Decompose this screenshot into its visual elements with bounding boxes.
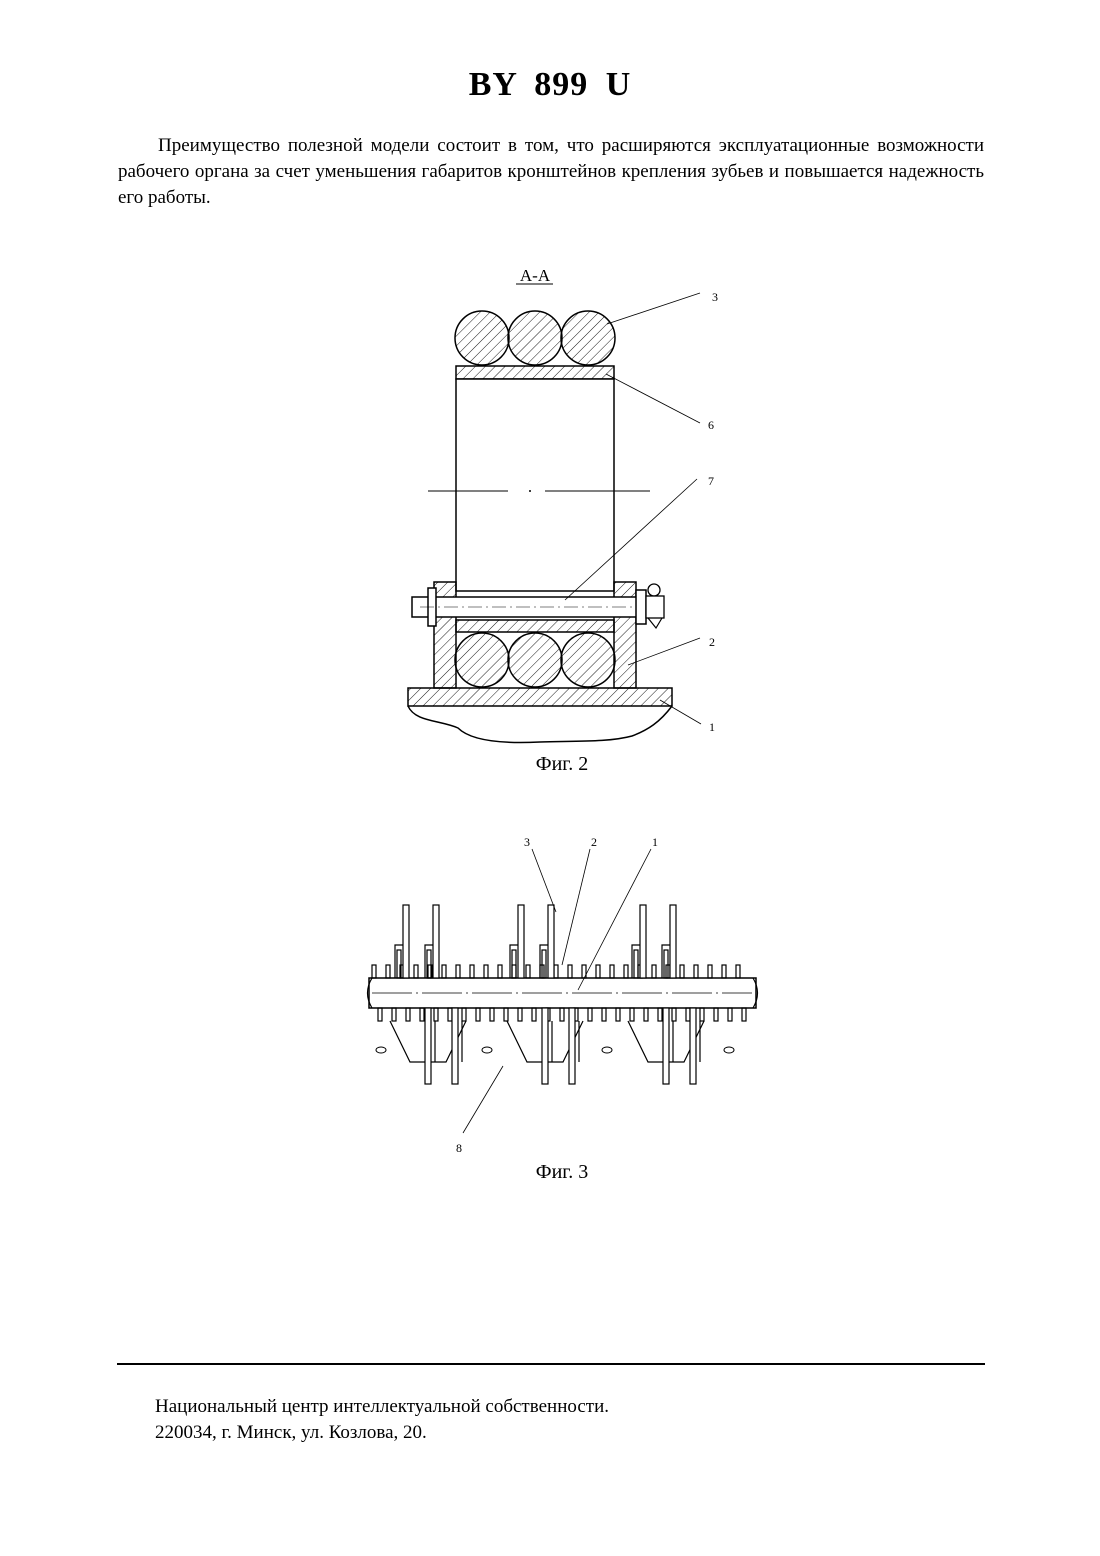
base-plate	[408, 688, 672, 706]
callout-7: 7	[708, 474, 714, 488]
footer-line-1: Национальный центр интеллектуальной собс…	[155, 1394, 609, 1420]
figure-3-drawing: 3 2 1 8	[360, 825, 770, 1160]
top-plate	[456, 366, 614, 379]
footer: Национальный центр интеллектуальной собс…	[155, 1394, 609, 1446]
figure-2-drawing: А-А	[395, 255, 735, 755]
callout-1: 1	[709, 720, 715, 734]
section-label: А-А	[520, 266, 551, 285]
fig3-callout-1: 1	[652, 835, 658, 849]
tooth-body	[456, 379, 614, 591]
callout-2: 2	[709, 635, 715, 649]
figure-3-caption: Фиг. 3	[462, 1161, 662, 1184]
footer-line-2: 220034, г. Минск, ул. Козлова, 20.	[155, 1420, 609, 1446]
bottom-round-bars	[455, 633, 615, 687]
document-number: BY 899 U	[0, 66, 1100, 104]
callout-3: 3	[712, 290, 718, 304]
top-round-bars	[455, 311, 615, 365]
footer-divider	[117, 1363, 985, 1365]
fig3-callout-8: 8	[456, 1141, 462, 1155]
callout-6: 6	[708, 418, 714, 432]
fig3-callout-2: 2	[591, 835, 597, 849]
body-paragraph: Преимущество полезной модели состоит в т…	[118, 133, 984, 211]
fig3-callout-3: 3	[524, 835, 530, 849]
figure-2-caption: Фиг. 2	[462, 753, 662, 776]
